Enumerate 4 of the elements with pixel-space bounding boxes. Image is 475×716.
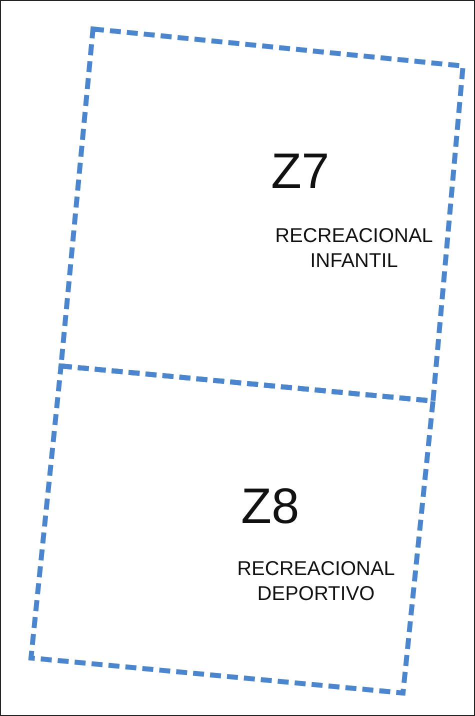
zone-label: RECREACIONAL INFANTIL: [274, 224, 434, 274]
zone-code: Z8: [241, 480, 300, 532]
zone-code: Z7: [271, 145, 330, 197]
zone-label: RECREACIONAL DEPORTIVO: [236, 557, 396, 607]
